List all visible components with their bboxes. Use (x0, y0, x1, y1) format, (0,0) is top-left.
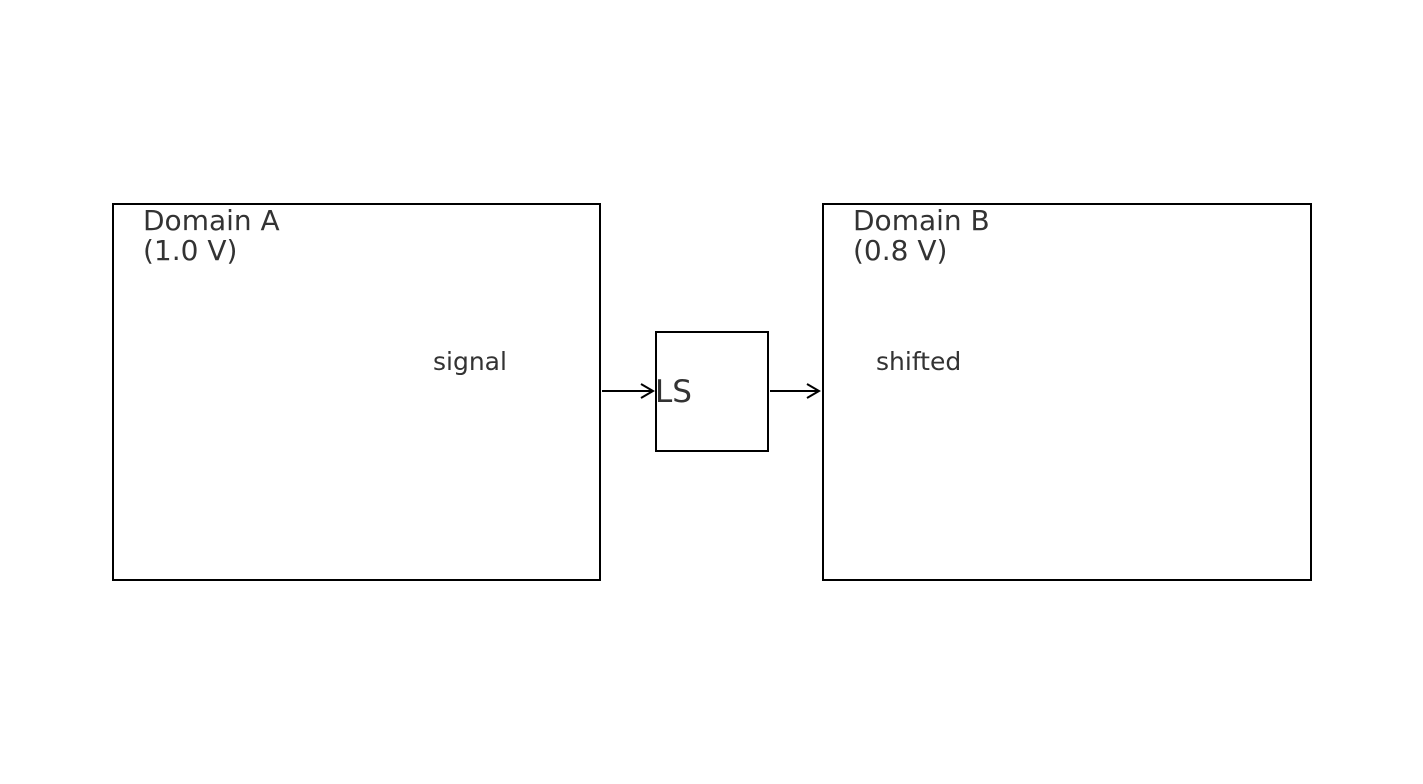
signal-label: signal (433, 347, 507, 376)
arrow-domain-a-to-ls (602, 383, 655, 399)
domain-b-voltage: (0.8 V) (853, 234, 948, 267)
level-shifter-box: LS (655, 331, 769, 452)
domain-a-title: Domain A (143, 204, 280, 237)
domain-b-box: Domain B (0.8 V) shifted (822, 203, 1312, 581)
domain-a-header: Domain A (1.0 V) (143, 206, 280, 266)
shifted-label: shifted (876, 347, 962, 376)
domain-b-title: Domain B (853, 204, 990, 237)
domain-a-voltage: (1.0 V) (143, 234, 238, 267)
domain-b-header: Domain B (0.8 V) (853, 206, 990, 266)
level-shifter-label: LS (655, 373, 692, 410)
arrow-ls-to-domain-b (770, 383, 821, 399)
domain-a-box: Domain A (1.0 V) signal (112, 203, 601, 581)
